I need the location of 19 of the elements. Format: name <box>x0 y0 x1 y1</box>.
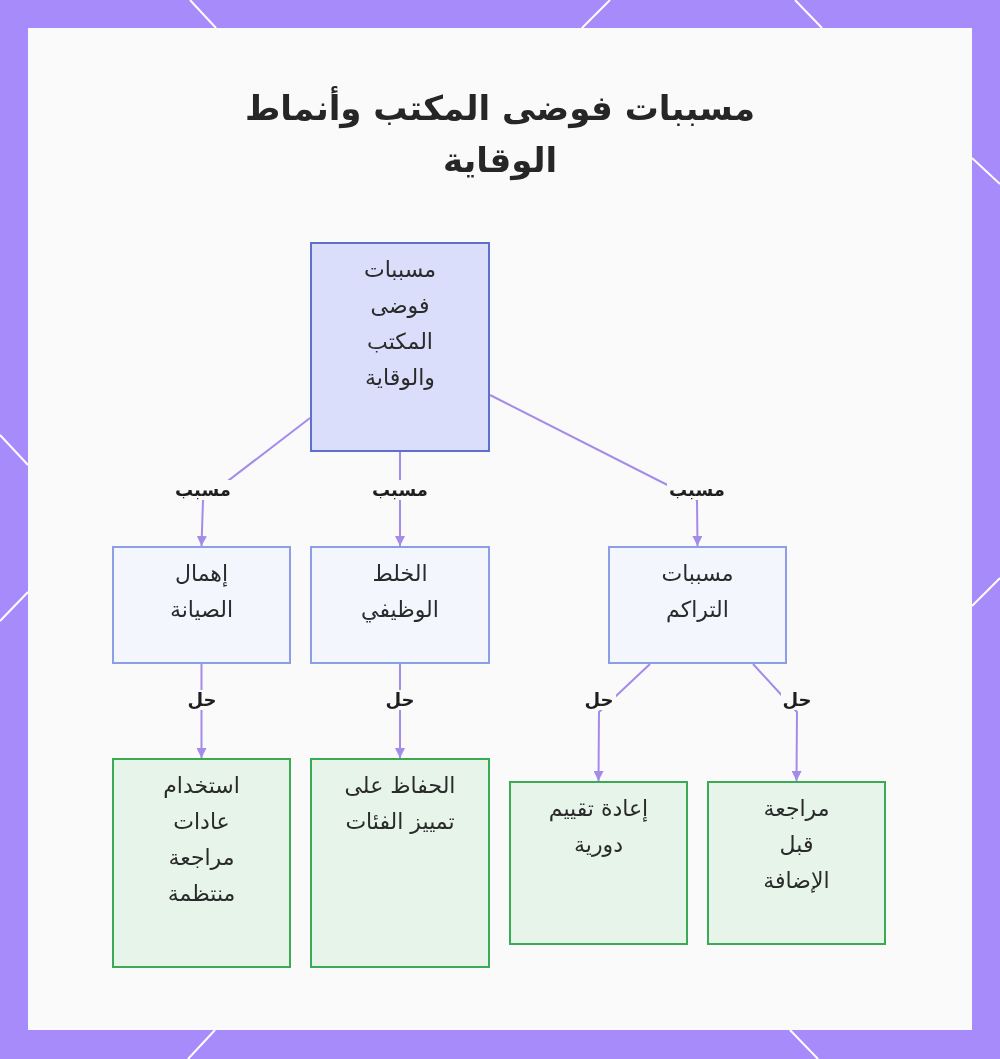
solution-box: استخدام عادات مراجعة منتظمة <box>112 758 291 968</box>
arrow <box>593 663 651 782</box>
edge-label: حل <box>584 690 614 710</box>
edge-label: حل <box>187 690 217 710</box>
cause-box: إهمال الصيانة <box>112 546 291 664</box>
title: مسببات فوضى المكتب وأنماط الوقاية <box>244 85 756 183</box>
edge-label: مسبب <box>669 480 725 500</box>
edge-label: حل <box>385 690 415 710</box>
arrow <box>489 394 703 547</box>
edge-label: مسبب <box>372 480 428 500</box>
edge-label: مسبب <box>175 480 231 500</box>
solution-box: مراجعة قبل الإضافة <box>707 781 886 945</box>
solution-box: إعادة تقييم دورية <box>509 781 688 945</box>
arrow <box>752 663 802 782</box>
cause-box: مسببات التراكم <box>608 546 787 664</box>
solution-box: الحفاظ على تمييز الفئات <box>310 758 490 968</box>
topic-box: مسببات فوضى المكتب والوقاية <box>310 242 490 452</box>
cause-box: الخلط الوظيفي <box>310 546 490 664</box>
edge-label: حل <box>782 690 812 710</box>
